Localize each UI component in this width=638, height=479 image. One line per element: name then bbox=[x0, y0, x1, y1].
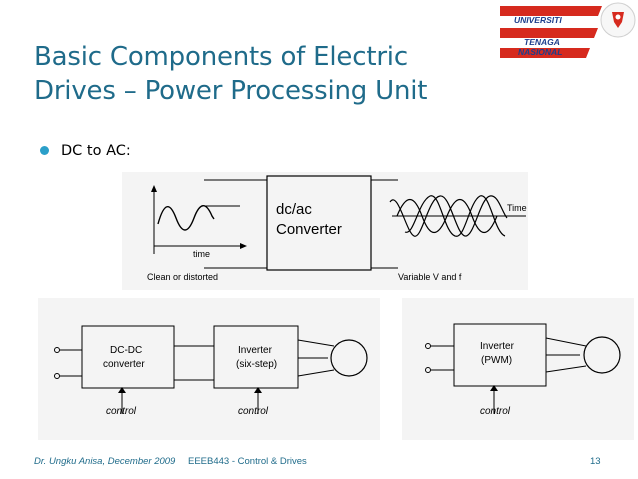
logo-stripe-1 bbox=[500, 6, 602, 16]
output-axis-label: Time bbox=[507, 203, 527, 213]
dcdc-converter-block bbox=[81, 325, 175, 389]
control-label-1: control bbox=[106, 406, 137, 417]
pwm-inverter-label-2: (PWM) bbox=[481, 355, 512, 366]
bullet-text: DC to AC: bbox=[61, 143, 131, 159]
bullet-icon bbox=[40, 145, 49, 155]
control-label: control bbox=[480, 406, 511, 417]
university-logo: UNIVERSITI TENAGA NASIONAL bbox=[500, 2, 636, 58]
inverter-label-2: (six-step) bbox=[236, 359, 277, 370]
control-arrow-icon bbox=[254, 387, 262, 393]
input-terminal-icon bbox=[425, 367, 431, 373]
pwm-inverter-label-1: Inverter bbox=[480, 341, 515, 352]
y-axis-arrow-icon bbox=[151, 185, 157, 192]
slide-title-line-1: Basic Components of Electric bbox=[34, 42, 408, 72]
dcdc-label-1: DC-DC bbox=[110, 345, 142, 356]
output-wave-1 bbox=[396, 198, 498, 234]
slide-title-line-2: Drives – Power Processing Unit bbox=[34, 76, 428, 106]
pwm-drive-diagram: Inverter (PWM) control bbox=[402, 298, 634, 440]
input-terminal-icon bbox=[54, 347, 60, 353]
control-arrow-icon bbox=[490, 385, 498, 391]
logo-text-1: UNIVERSITI bbox=[514, 15, 562, 25]
input-terminal-icon bbox=[54, 373, 60, 379]
six-step-inverter-block bbox=[213, 325, 299, 389]
slide-title: Basic Components of Electric Drives – Po… bbox=[34, 40, 554, 108]
output-caption: Variable V and f bbox=[398, 272, 462, 282]
diagram-background bbox=[402, 298, 634, 440]
converter-label-2: Converter bbox=[276, 221, 342, 238]
output-wave-2 bbox=[404, 195, 506, 237]
input-axis-label: time bbox=[193, 249, 210, 259]
input-terminal-icon bbox=[425, 343, 431, 349]
converter-label-1: dc/ac bbox=[276, 201, 312, 218]
bullet-item: DC to AC: bbox=[40, 143, 131, 159]
converter-block bbox=[266, 175, 372, 271]
logo-text-3: NASIONAL bbox=[518, 47, 562, 57]
footer-author: Dr. Ungku Anisa, December 2009 bbox=[34, 456, 176, 467]
dcdc-label-2: converter bbox=[103, 359, 145, 370]
control-arrow-icon bbox=[118, 387, 126, 393]
control-label-2: control bbox=[238, 406, 269, 417]
dcac-converter-diagram: time Clean or distorted dc/ac Converter … bbox=[122, 172, 528, 290]
output-wave-3 bbox=[389, 195, 508, 237]
logo-stripe-3 bbox=[500, 48, 590, 58]
motor-icon bbox=[330, 339, 368, 377]
footer-course: EEEB443 - Control & Drives bbox=[188, 456, 307, 467]
diagram-background bbox=[38, 298, 380, 440]
motor-icon bbox=[583, 336, 621, 374]
six-step-drive-diagram: DC-DC converter Inverter (six-step) cont… bbox=[38, 298, 380, 440]
x-axis-arrow-icon bbox=[240, 243, 247, 249]
input-caption: Clean or distorted bbox=[147, 272, 218, 282]
logo-stripe-2 bbox=[500, 28, 598, 38]
logo-text-2: TENAGA bbox=[524, 37, 560, 47]
footer-page-number: 13 bbox=[590, 456, 601, 467]
inverter-label-1: Inverter bbox=[238, 345, 273, 356]
logo-seal-emblem bbox=[612, 12, 624, 28]
